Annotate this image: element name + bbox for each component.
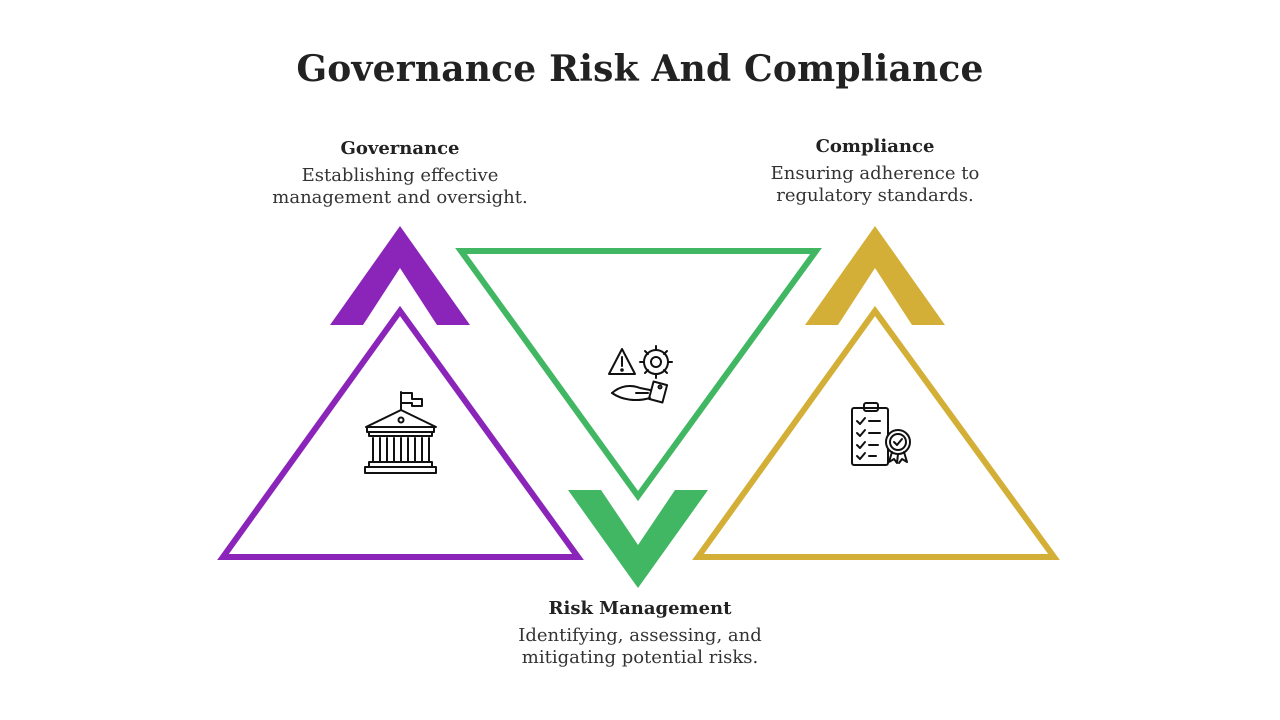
risk-label: Risk Management Identifying, assessing, … [490,598,790,669]
risk-heading: Risk Management [548,598,732,619]
compliance-checklist-badge-icon [851,402,911,466]
governance-description: Establishing effective management and ov… [272,165,528,208]
page-title: Governance Risk And Compliance [296,48,984,90]
risk-triangle [455,248,822,502]
risk-chevron [568,490,708,588]
compliance-chevron [805,226,945,325]
risk-description: Identifying, assessing, and mitigating p… [518,625,762,668]
compliance-description: Ensuring adherence to regulatory standar… [770,163,980,206]
compliance-triangle [692,305,1060,560]
governance-heading: Governance [340,138,460,159]
compliance-label: Compliance Ensuring adherence to regulat… [725,136,1025,207]
governance-label: Governance Establishing effective manage… [250,138,550,209]
governance-chevron [330,226,470,325]
compliance-heading: Compliance [815,136,935,157]
governance-triangle [217,305,584,560]
government-building-icon [364,391,437,474]
risk-warning-gear-hand-icon [608,345,673,404]
